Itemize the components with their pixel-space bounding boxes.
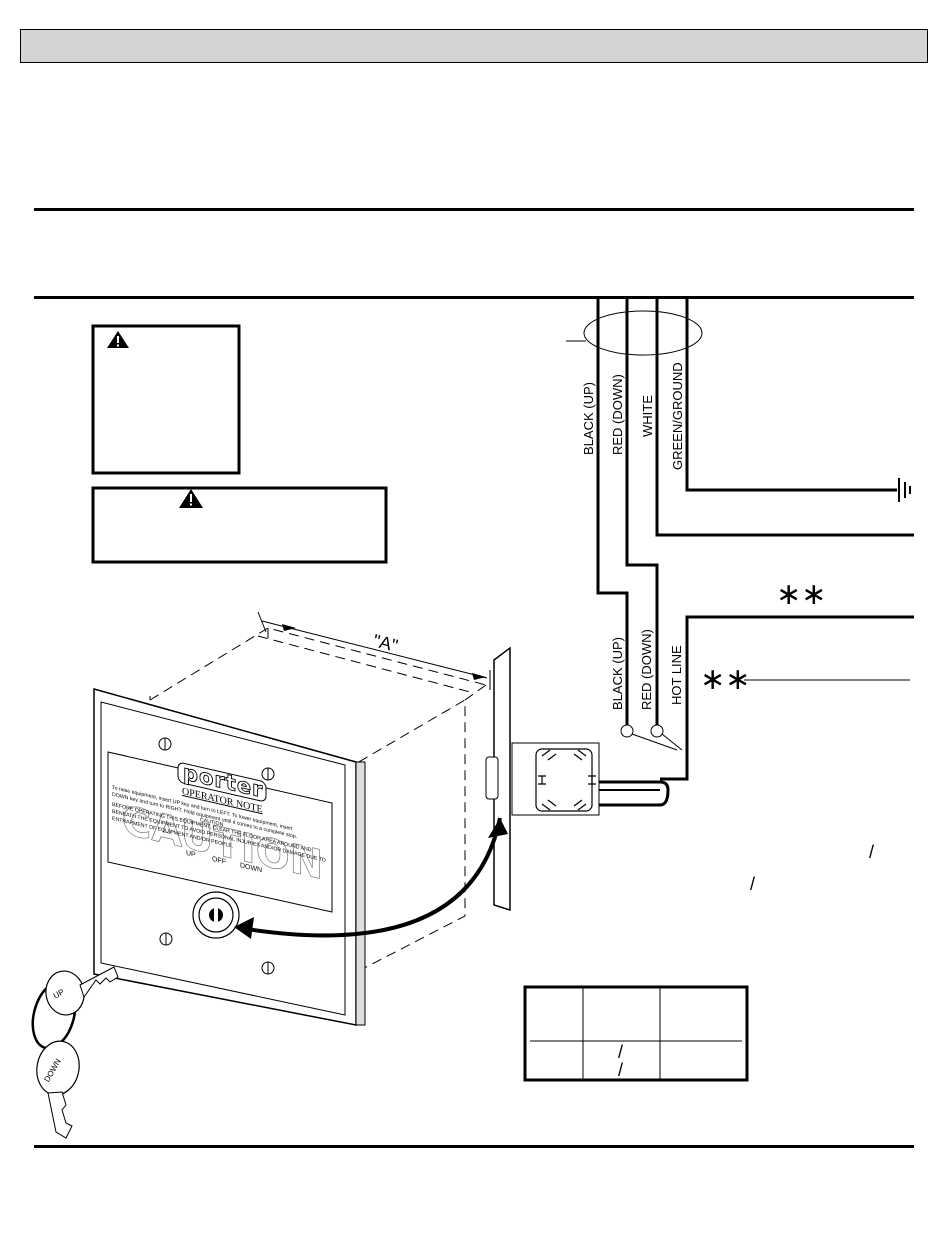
supply-wires xyxy=(596,299,914,781)
wire-label-white: WHITE xyxy=(640,395,655,437)
wall-plate-side xyxy=(485,646,511,912)
position-up-label: UP xyxy=(186,849,196,859)
caution-box xyxy=(91,486,388,564)
dimension-table: / / xyxy=(523,985,749,1082)
wire-label-red-down: RED (DOWN) xyxy=(610,374,625,455)
ground-symbol-icon xyxy=(898,478,911,502)
warning-triangle-icon xyxy=(107,331,129,348)
section-divider-bottom xyxy=(34,1145,914,1148)
asterisks-note-1: ∗∗ xyxy=(776,577,826,612)
red-wire xyxy=(625,299,659,727)
warning-box xyxy=(91,324,241,475)
table-slash: / xyxy=(618,1042,623,1062)
wire-nuts xyxy=(620,724,683,751)
green-ground-wire xyxy=(685,299,897,492)
switch-faceplate: porter OPERATOR NOTE CAUTION To raise eq… xyxy=(93,688,366,1026)
warning-triangle-icon xyxy=(179,489,203,508)
position-off-label: OFF xyxy=(212,855,227,866)
dimension-a-label: "A" xyxy=(371,630,400,655)
keyswitch[interactable] xyxy=(192,891,240,939)
black-wire xyxy=(596,299,629,727)
slash-mark: / xyxy=(750,874,755,894)
cable-callout xyxy=(566,310,703,356)
section-divider-middle xyxy=(34,296,914,299)
slash-mark: / xyxy=(869,842,874,862)
asterisks-note-2: ∗∗ xyxy=(700,662,750,697)
white-wire xyxy=(655,299,914,537)
caution-small-label: CAUTION xyxy=(200,817,224,828)
dimension-a: "A" xyxy=(257,611,491,690)
section-divider-top xyxy=(34,208,914,211)
junction-box xyxy=(511,742,670,816)
key-set: UP DOWN xyxy=(31,966,119,1139)
wire-label-black-up-lower: BLACK (UP) xyxy=(610,637,625,710)
wire-label-red-down-lower: RED (DOWN) xyxy=(639,629,654,710)
wire-label-hot-line: HOT LINE xyxy=(669,645,684,705)
hot-line-wire xyxy=(660,615,914,781)
header-bar xyxy=(20,29,928,63)
insert-arrow-icon xyxy=(234,817,508,939)
table-slash: / xyxy=(618,1060,623,1080)
switch-box-outline xyxy=(149,627,487,979)
wire-label-green-ground: GREEN/GROUND xyxy=(670,362,685,470)
wire-label-black-up: BLACK (UP) xyxy=(581,382,596,455)
